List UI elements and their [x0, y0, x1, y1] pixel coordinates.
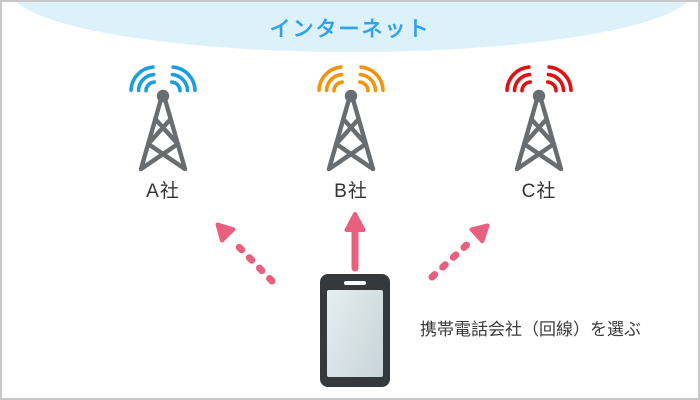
internet-label: インターネット — [269, 18, 431, 41]
radio-tower-icon — [129, 65, 197, 171]
arrow-to-tower-a-icon — [215, 222, 276, 285]
caption-choose-carrier: 携帯電話会社（回線）を選ぶ — [420, 320, 641, 339]
tower-label-c: C社 — [521, 181, 557, 202]
signal-waves-icon — [317, 65, 385, 93]
radio-tower-icon — [505, 65, 573, 171]
tower-b: B社 — [306, 59, 396, 203]
arrow-to-tower-b-icon — [344, 212, 366, 272]
signal-waves-icon — [129, 65, 197, 93]
tower-label-a: A社 — [146, 181, 180, 202]
signal-waves-icon — [505, 65, 573, 93]
arrow-to-tower-c-icon — [428, 223, 490, 281]
smartphone-icon — [320, 274, 390, 387]
radio-tower-icon — [317, 65, 385, 171]
phone-screen — [327, 290, 383, 377]
tower-a: A社 — [118, 59, 208, 203]
tower-label-b: B社 — [334, 181, 368, 202]
phone-speaker — [344, 281, 366, 285]
tower-c: C社 — [494, 59, 584, 203]
